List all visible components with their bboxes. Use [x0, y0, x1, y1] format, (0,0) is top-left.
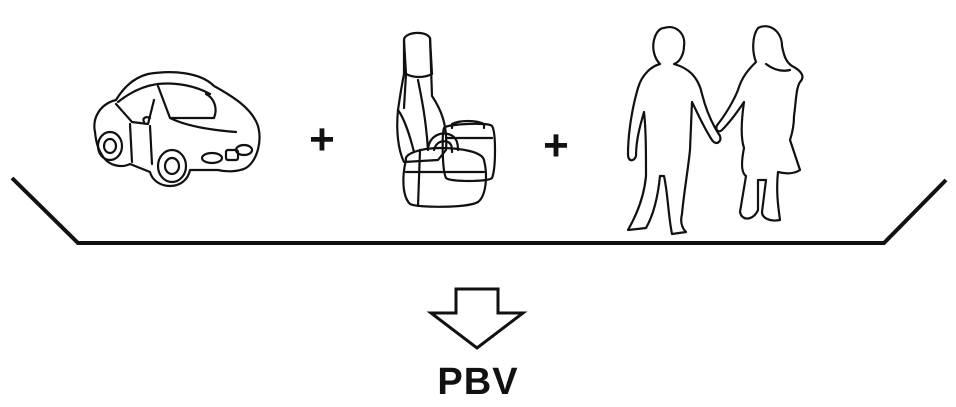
car-icon: [93, 71, 261, 188]
luggage-icon: [396, 31, 497, 208]
people-icon: [626, 25, 804, 236]
plus-operator-1: +: [309, 115, 335, 164]
result-label: PBV: [437, 361, 519, 403]
tray-bracket: [10, 176, 948, 245]
plus-operator-2: +: [543, 121, 569, 170]
down-arrow-icon: [426, 287, 528, 350]
